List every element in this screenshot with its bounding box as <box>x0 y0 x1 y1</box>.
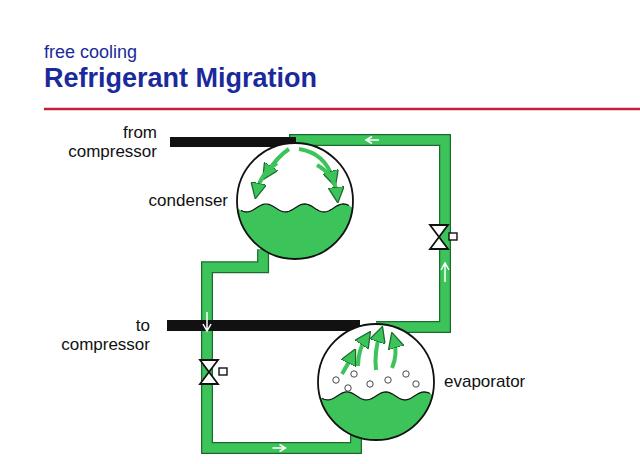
subtitle: free cooling <box>44 43 137 62</box>
vessel-label: condenser <box>149 191 228 211</box>
pipe-label: to compressor <box>50 316 150 354</box>
flow-arrow <box>441 263 449 282</box>
liquid-refrigerant <box>233 204 357 263</box>
vapour-flow <box>333 334 419 391</box>
vessel-drawing <box>318 324 434 440</box>
vessel-circle: condenser <box>237 143 353 259</box>
expansion-valve <box>430 225 457 249</box>
flow-arrowhead <box>273 445 286 452</box>
expansion-valve <box>200 360 227 384</box>
title: Refrigerant Migration <box>44 63 317 93</box>
flow-arrow <box>203 312 211 331</box>
suction-pipe <box>167 320 360 331</box>
title-rule <box>44 108 640 111</box>
pipe-label: from compressor <box>57 123 157 161</box>
flow-arrowhead <box>366 137 379 144</box>
vessel-circle: evaporator <box>318 324 434 440</box>
vessel-drawing <box>237 143 353 259</box>
liquid-refrigerant <box>314 392 438 444</box>
vapour-flow <box>257 149 337 195</box>
vessel-label: evaporator <box>444 372 525 392</box>
